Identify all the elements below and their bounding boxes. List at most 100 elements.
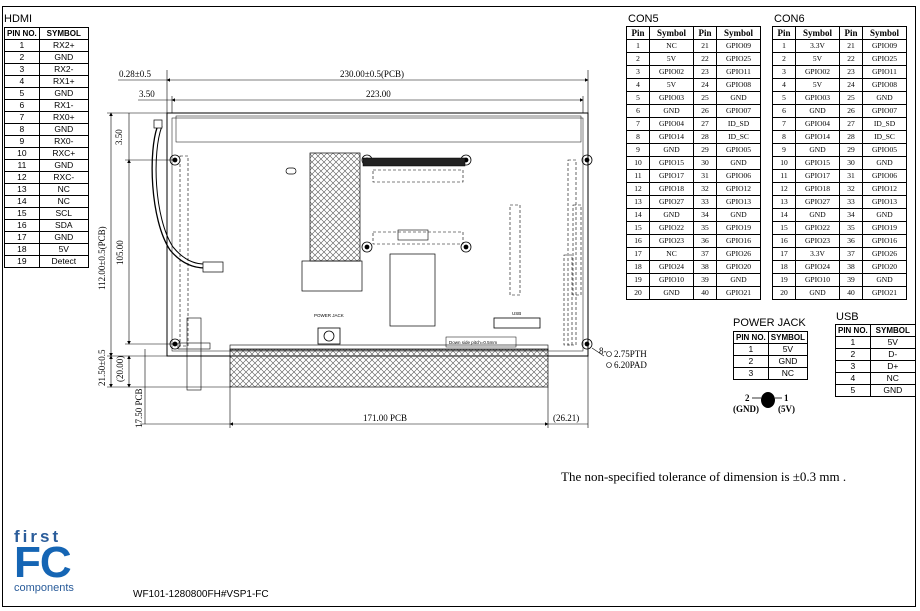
- dim-2150: 21.50±0.5: [97, 349, 107, 386]
- dim-350-side: 3.50: [114, 129, 124, 145]
- usb-title: USB: [836, 311, 859, 323]
- cable-wire-2: [155, 125, 206, 265]
- dim-1750: 17.50 PCB: [134, 388, 144, 428]
- down-side-box: [445, 336, 517, 348]
- fpc-connector: [301, 260, 363, 292]
- table-header-row: PIN NO.SYMBOL: [733, 331, 809, 344]
- bottom-hatched-strip: [229, 348, 549, 388]
- pcb-inner-outline: [171, 117, 584, 352]
- pj-pin1: 1: [784, 393, 789, 403]
- cable-head: [153, 119, 163, 129]
- board-power-jack-label: POWER JACK: [314, 313, 344, 318]
- dim-230: 230.00±0.5(PCB): [340, 69, 404, 79]
- dim-2621: (26.21): [553, 413, 579, 423]
- con5-title: CON5: [628, 13, 659, 25]
- table-header-row: PIN NO.SYMBOL: [835, 324, 916, 337]
- model-number: WF101-1280800FH#VSP1-FC: [133, 589, 269, 600]
- right-connector: [493, 317, 541, 329]
- table-cell: NC: [767, 367, 809, 380]
- dim-223: 223.00: [366, 89, 391, 99]
- component-outlines: [179, 155, 582, 347]
- hole-pth: 2.75PTH: [614, 349, 647, 359]
- pcb-outline: [166, 112, 589, 357]
- hole-pad: 6.20PAD: [614, 360, 647, 370]
- dim-028: 0.28±0.5: [119, 69, 151, 79]
- table-cell: GND: [38, 87, 89, 100]
- power-jack-title: POWER JACK: [733, 317, 806, 329]
- table-cell: GPIO05: [716, 143, 761, 157]
- table-cell: GND: [869, 384, 916, 397]
- power-jack-body: [317, 327, 341, 345]
- board-usb-label: USB: [512, 311, 521, 316]
- tolerance-note: The non-specified tolerance of dimension…: [561, 469, 847, 484]
- fpc-cable: [309, 152, 361, 262]
- pj-pin1-sub: (5V): [778, 404, 795, 414]
- power-jack-pin-diagram: 2 (GND) 1 (5V): [733, 392, 795, 414]
- table-cell: 40: [839, 286, 863, 300]
- dim-350-top: 3.50: [139, 89, 155, 99]
- dim-171: 171.00 PCB: [363, 413, 407, 423]
- company-logo: first FC components: [14, 527, 74, 594]
- pj-pin2: 2: [745, 393, 750, 403]
- table-cell: 5: [835, 384, 871, 397]
- dim-112: 112.00±0.5(PCB): [97, 226, 107, 290]
- mounting-holes: [169, 154, 593, 350]
- hdmi-title: HDMI: [4, 13, 33, 25]
- cable-wire: [151, 124, 206, 269]
- cable-connector: [202, 261, 224, 273]
- panel-top-strip: [175, 115, 582, 143]
- dim-105: 105.00: [115, 240, 125, 265]
- chip-1: [397, 229, 429, 241]
- table-cell: GPIO21: [716, 286, 761, 300]
- board-down-side-label: Down side pitch=0.5mm: [449, 340, 497, 345]
- table-cell: 19: [4, 255, 40, 268]
- dim-2000: (20.00): [115, 356, 125, 382]
- table-header-row: PIN NO.SYMBOL: [4, 27, 89, 40]
- left-bracket: [186, 317, 202, 391]
- table-cell: Detect: [38, 255, 89, 268]
- gpio-header: [362, 157, 466, 167]
